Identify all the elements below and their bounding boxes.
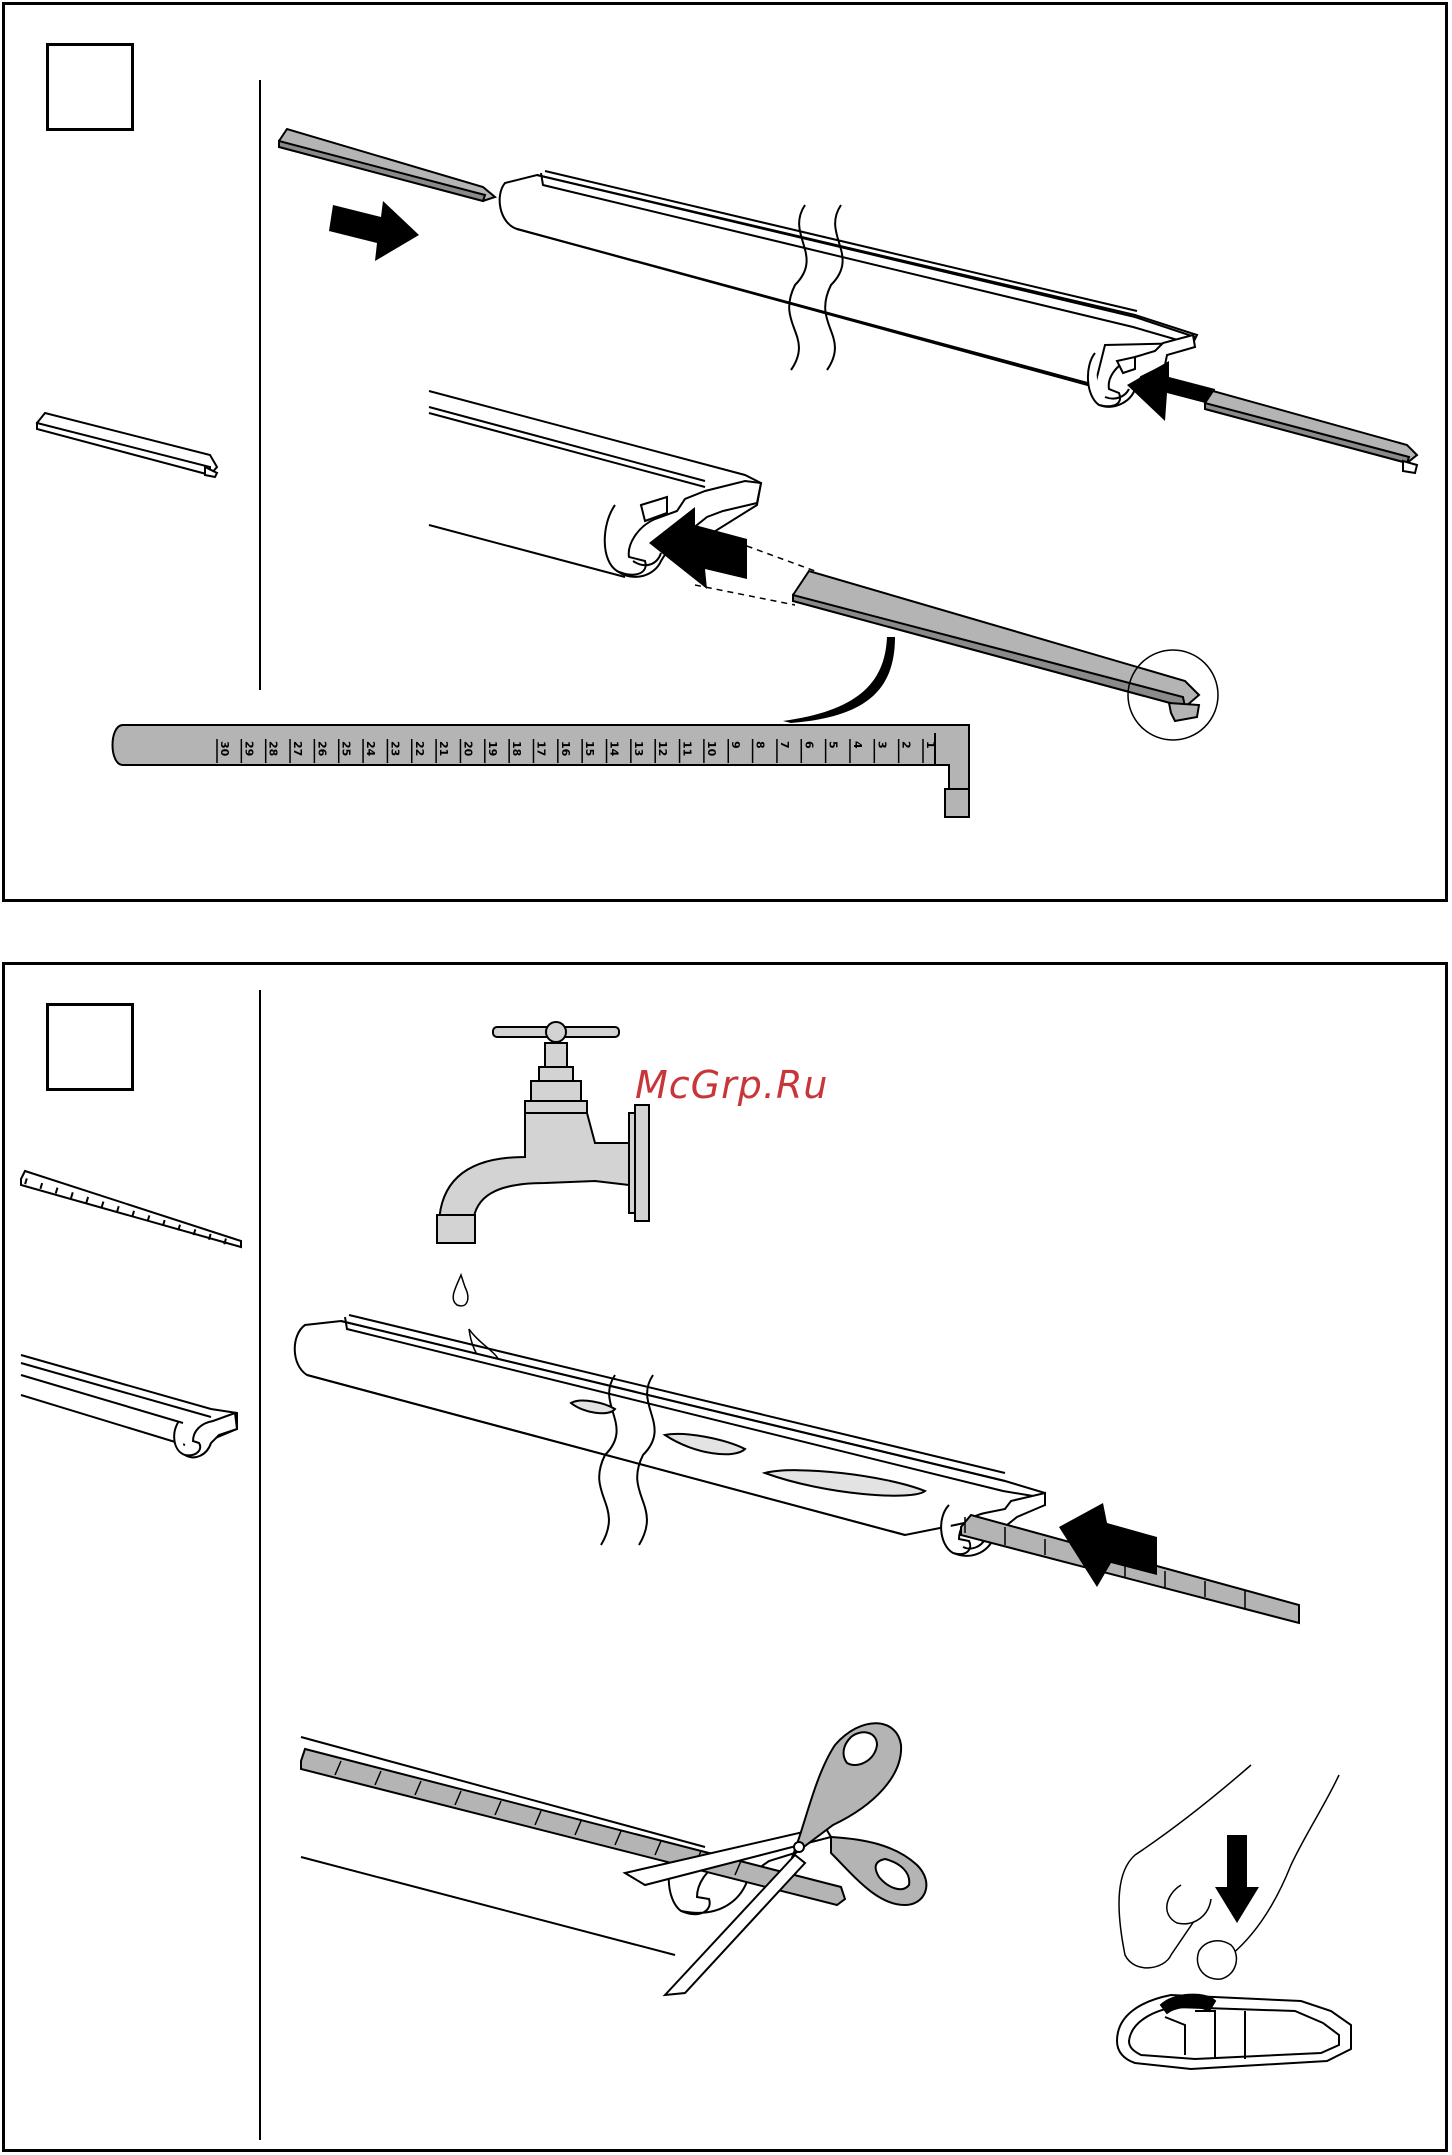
sidebar-cover-strip (37, 413, 217, 477)
ruler-tick-label: 12 (656, 741, 669, 756)
sidebar-bar-profile (21, 1355, 237, 1457)
faucet-icon (437, 1022, 649, 1243)
cover-strip-top-right (1205, 391, 1417, 473)
ruler-tick-label: 11 (681, 741, 694, 756)
illustration-step-2 (5, 965, 1451, 2155)
pointer-curve (783, 637, 895, 723)
ruler-tick-label: 10 (705, 741, 718, 757)
ruler-tick-label: 27 (291, 741, 304, 756)
ruler-tick-label: 6 (802, 741, 815, 749)
ruler-tick-label: 15 (583, 741, 596, 756)
step-panel-2: McGrp.Ru (2, 962, 1448, 2152)
cover-strip-large (793, 571, 1199, 721)
ruler-tick-label: 8 (754, 741, 767, 749)
ruler-tick-label: 29 (242, 741, 255, 756)
arrow-right-icon (329, 201, 419, 261)
ruler-tick-label: 22 (413, 741, 426, 756)
sidebar-rubber-strip (21, 1171, 241, 1247)
ruler-tick-label: 23 (388, 741, 401, 756)
ruler-tick-label: 24 (364, 741, 377, 757)
ruler-tick-label: 13 (632, 741, 645, 756)
roof-bar-top (500, 171, 1197, 407)
rubber-strip-cut (301, 1749, 845, 1905)
cover-strip-top-left (279, 129, 495, 201)
ruler-tick-label: 14 (608, 741, 621, 757)
ruler-tick-label: 28 (267, 741, 280, 756)
ruler-tick-label: 7 (778, 741, 791, 749)
ruler-tick-label: 30 (218, 741, 231, 757)
ruler-tick-label: 5 (827, 741, 840, 749)
ruler-tick-label: 20 (461, 741, 474, 757)
ruler-tick-label: 25 (340, 741, 353, 756)
ruler-tick-label: 21 (437, 741, 450, 756)
ruler-tick-label: 17 (534, 741, 547, 756)
ruler-tick-label: 2 (900, 741, 913, 749)
ruler-tick-label: 1 (924, 741, 937, 749)
ruler-tick-label: 18 (510, 741, 523, 756)
ruler-tick-label: 26 (315, 741, 328, 757)
ruler-tick-label: 4 (851, 741, 864, 749)
ruler-tick-label: 3 (875, 741, 888, 749)
ruler-tick-label: 19 (486, 741, 499, 756)
ruler-tick-label: 9 (729, 741, 742, 749)
end-cap-profile (1117, 1995, 1351, 2069)
roof-bar-water (295, 1315, 1045, 1556)
ruler-tick-label: 16 (559, 741, 572, 757)
